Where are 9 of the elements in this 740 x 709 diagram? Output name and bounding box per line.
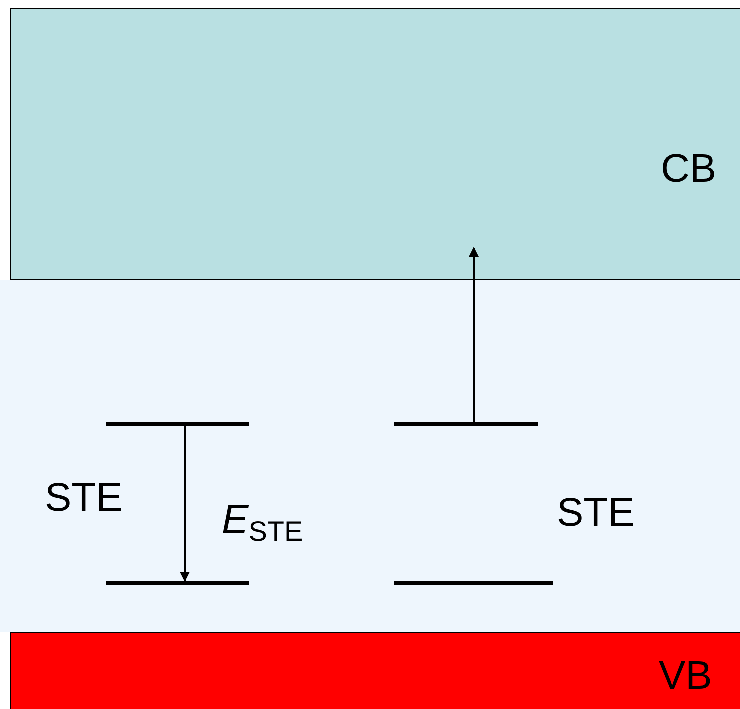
band-label: CB	[661, 149, 717, 189]
conduction-band	[10, 8, 740, 280]
arrow	[180, 426, 190, 582]
level-label: STE	[557, 493, 635, 533]
band-label: VB	[659, 656, 712, 696]
valence-band	[10, 632, 740, 709]
level-label: STE	[45, 478, 123, 518]
arrow	[469, 247, 479, 422]
energy-label: E$_{STE}$	[222, 500, 304, 546]
